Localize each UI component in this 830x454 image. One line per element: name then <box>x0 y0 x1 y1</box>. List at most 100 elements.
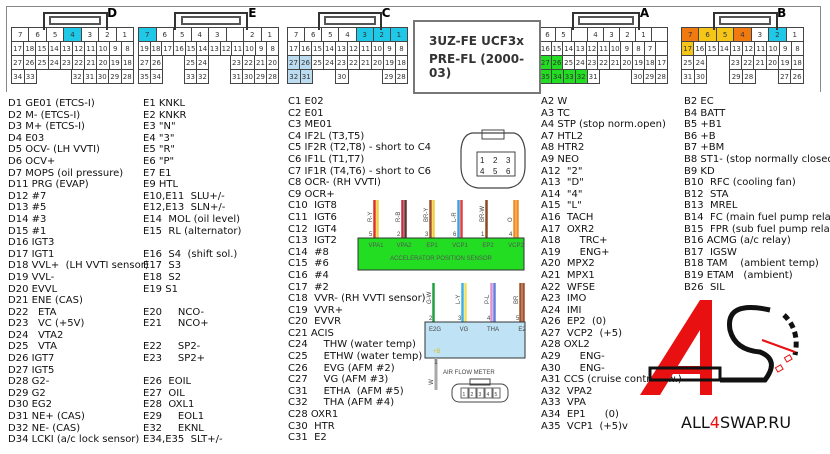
pin-label: A19 ENG+ <box>541 246 610 258</box>
pin-label: A33 VPA <box>541 397 586 409</box>
pin-label: D17 IGT1 <box>8 248 55 260</box>
pin-label: B16 ACMG (a/c relay) <box>684 235 791 247</box>
pin-cell: 26 <box>150 55 163 70</box>
pin-label: D20 EVVL <box>8 283 58 295</box>
afm-connector-pin: 3 <box>479 392 482 398</box>
afm-connector-pin: 1 <box>463 392 466 398</box>
pin-cell: 31 <box>586 69 600 84</box>
logo-text-all: ALL <box>681 413 710 432</box>
afm-pin-number: 2 <box>429 316 433 322</box>
afm-pin-number: 3 <box>458 316 462 322</box>
connector-letter: D <box>107 6 118 20</box>
pin-label: C2 E01 <box>288 107 324 119</box>
pin-label: D7 MOPS (oil pressure) <box>8 167 124 179</box>
pin-label: B10 RFC (cooling fan) <box>684 177 796 189</box>
logo-text-swap: SWAP.RU <box>720 413 791 432</box>
pin-label: A26 EP2 (0) <box>541 316 607 328</box>
pin-label: C19 VVR+ <box>288 304 344 316</box>
pin-label: A29 ENG- <box>541 351 605 363</box>
pin-label: B19 ETAM (ambient) <box>684 269 793 281</box>
pin-label: B12 STA <box>684 188 729 200</box>
afm-connector-pin: 5 <box>495 392 498 398</box>
pin-label: C32 THA (AFM #4) <box>288 397 395 409</box>
pin-label: C15 #6 <box>288 258 329 270</box>
pin-label: C6 IF1L (T1,T7) <box>288 153 365 165</box>
pin-label: D26 IGT7 <box>8 353 55 365</box>
afm-pin-number: 4 <box>487 316 491 322</box>
pin-label: E27 OIL <box>143 387 185 399</box>
pin-label: E4 "3" <box>143 132 175 144</box>
pin-cell: 8 <box>266 41 280 56</box>
afm-pin-1: 1 <box>434 359 438 366</box>
pin-label: A14 "4" <box>541 188 583 200</box>
pin-label: E7 E1 <box>143 167 172 179</box>
pin-label: D15 #1 <box>8 225 47 237</box>
svg-text:ALL4SWAP.RU: ALL4SWAP.RU <box>681 413 791 432</box>
pin-label: A15 "L" <box>541 200 582 212</box>
afm-name: AIR FLOW METER <box>443 370 495 376</box>
pin-cell: 31 <box>299 69 313 84</box>
pin-label: E12,E13 SLN+/- <box>143 202 226 214</box>
title-line2: PRE-FL (2000-03) <box>429 52 525 80</box>
pin-cell: 32 <box>70 69 84 84</box>
pin-label: E3 "N" <box>143 121 176 133</box>
pin-cell: 32 <box>196 69 209 84</box>
pin-label: E28 OXL1 <box>143 399 195 411</box>
connector-letter: C <box>381 6 391 20</box>
pin-label: D24 VTA2 <box>8 329 64 341</box>
pin-label: A4 STP (stop norm.open) <box>541 119 666 131</box>
pin-cell: 23 <box>59 55 74 70</box>
pin-list-d: D1 GE01 (ETCS-I)D2 M- (ETCS-I)D3 M+ (ETC… <box>8 98 149 446</box>
pin-label: D27 IGT5 <box>8 364 55 376</box>
pin-label: E5 "R" <box>143 144 176 156</box>
aps-pin-number: 3 <box>425 232 429 238</box>
pin-label: A32 VPA2 <box>541 385 593 397</box>
pin-cell: 26 <box>790 69 804 84</box>
pin-label: C8 OCR- (RH VVTI) <box>288 177 381 189</box>
pin-cell: 1 <box>785 27 804 42</box>
pin-label: C9 OCR+ <box>288 188 335 200</box>
pin-label: A2 W <box>541 96 568 107</box>
aps-connector-pin: 4 <box>480 167 485 176</box>
ecu-title-box: 3UZ-FE UCF3x PRE-FL (2000-03) <box>413 20 541 94</box>
aps-wire-color: R-Y <box>368 212 374 222</box>
pin-label: B17 IGSW <box>684 246 737 258</box>
pin-label: E22 SP2- <box>143 341 201 353</box>
connector-letter: B <box>777 6 787 20</box>
pin-label: C24 THW (water temp) <box>288 339 416 351</box>
pin-label: A24 IMI <box>541 304 582 316</box>
pin-label: D11 PRG (EVAP) <box>8 179 89 191</box>
ecu-outline <box>6 6 821 92</box>
connector-letter: A <box>639 6 650 20</box>
aps-connector-pin: 5 <box>493 167 498 176</box>
pin-label: C4 IF2L (T3,T5) <box>288 130 365 142</box>
aps-body <box>357 237 525 271</box>
pin-label: E6 "P" <box>143 155 175 167</box>
pin-label: D2 M- (ETCS-I) <box>8 109 81 121</box>
pin-label: C27 VG (AFM #3) <box>288 374 389 386</box>
pin-label: A35 VCP1 (+5)v <box>541 420 628 432</box>
connector-letter: E <box>248 6 257 20</box>
pin-label: E17 S3 <box>143 260 182 272</box>
aps-signal-label: VCP2 <box>508 243 524 249</box>
pin-label: D1 GE01 (ETCS-I) <box>8 98 95 109</box>
afm-wire-color: P-L <box>485 294 491 304</box>
pin-cell: 28 <box>120 69 134 84</box>
pin-label: E34,E35 SLT+/- <box>143 434 223 446</box>
pin-label: B26 SIL <box>684 281 725 293</box>
afm-signal-label: E2 <box>518 327 526 333</box>
pin-label: C25 ETHW (water temp) <box>288 351 423 363</box>
pin-label: A7 HTL2 <box>541 130 583 142</box>
pin-label: D19 VVL- <box>8 271 55 283</box>
pin-label: B4 BATT <box>684 107 726 119</box>
pin-label: A12 "2" <box>541 165 583 177</box>
pin-label: E32 EKNL <box>143 422 204 434</box>
pin-label: B15 FPR (sub fuel pump relay) <box>684 223 830 235</box>
pin-cell: 30 <box>335 69 349 84</box>
aps-signal-label: VCP1 <box>452 243 468 249</box>
pin-label: E21 NCO+ <box>143 318 209 330</box>
pin-label: E29 EOL1 <box>143 411 205 423</box>
pin-label: D34 LCKI (a/c lock sensor) <box>8 434 140 446</box>
